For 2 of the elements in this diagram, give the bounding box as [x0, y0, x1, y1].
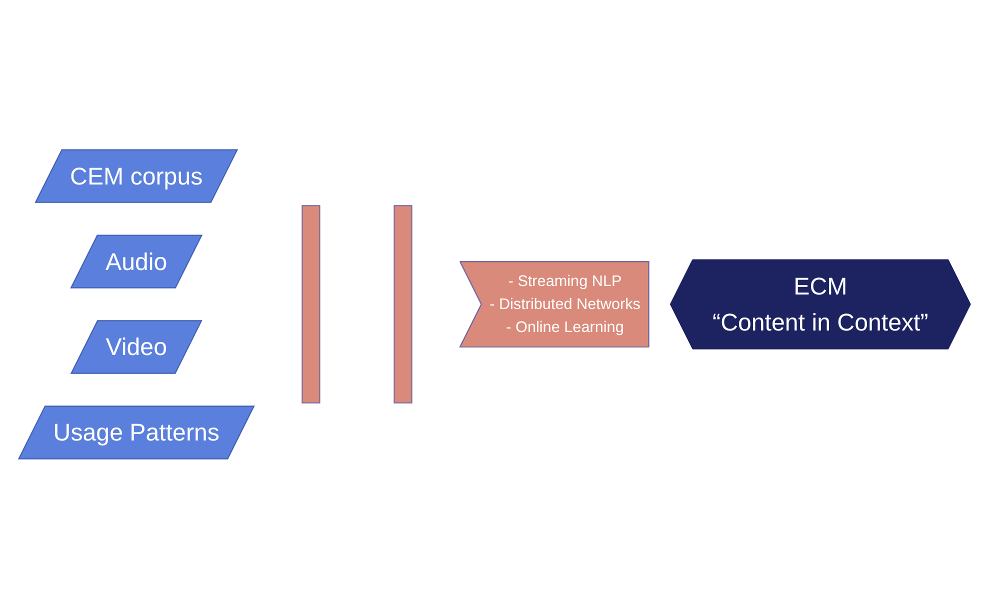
node-bar	[302, 204, 320, 404]
node-bar	[394, 204, 412, 404]
